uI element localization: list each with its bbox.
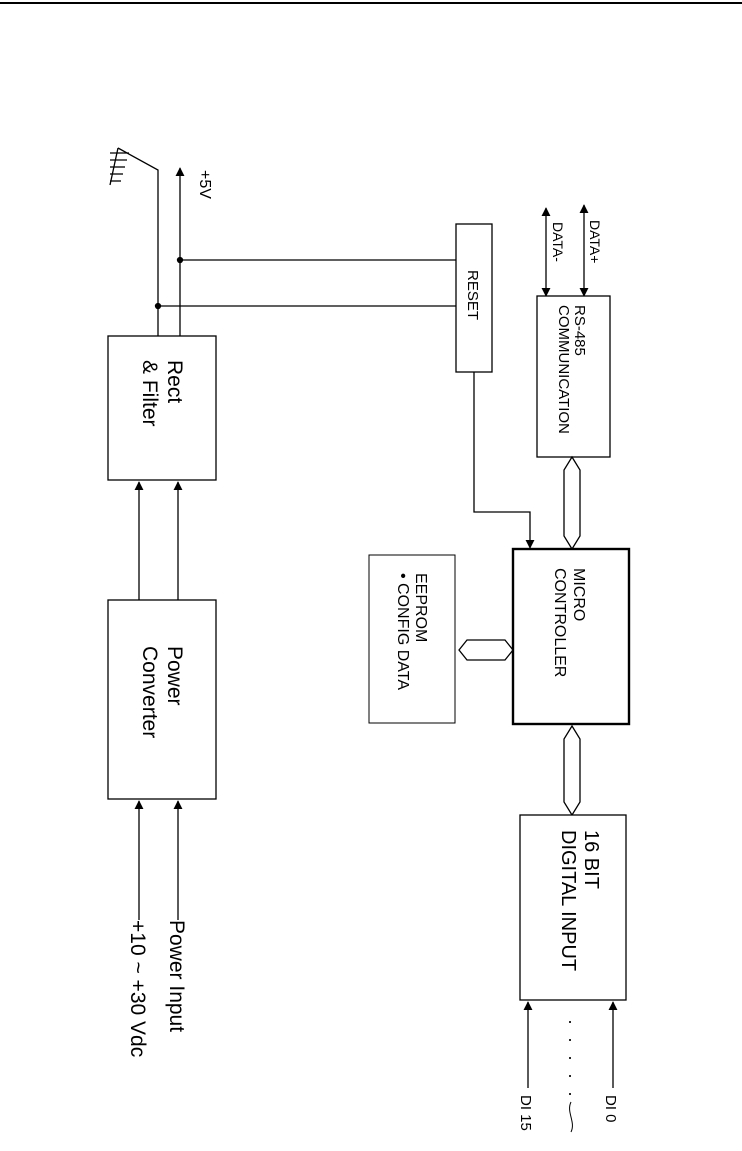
- di-range-squiggle: [569, 1101, 573, 1133]
- digital-input-line1: 16 BIT: [580, 830, 602, 889]
- reset-block: RESET: [455, 223, 493, 373]
- supply-line: +5V: [175, 167, 213, 336]
- di-dots: . . . . .: [555, 1015, 575, 1096]
- reset-lines: [154, 256, 535, 549]
- bus-rs485-mcu: [563, 455, 581, 551]
- micro-controller-line1: MICRO: [570, 568, 587, 621]
- rect-filter-block: Rect & Filter: [107, 335, 217, 481]
- power-input-label: Power Input: [165, 920, 188, 1032]
- rect-filter-label: Rect & Filter: [138, 360, 186, 427]
- rs485-label: RS-485 COMMUNICATION: [555, 305, 588, 434]
- rect-filter-line1: Rect: [163, 360, 186, 403]
- eeprom-label: EEPROM • CONFIG DATA: [394, 573, 429, 690]
- power-converter-line1: Power: [163, 646, 186, 706]
- bus-mcu-digital-input: [563, 724, 581, 817]
- rs485-line2: COMMUNICATION: [555, 305, 572, 434]
- digital-input-block: 16 BIT DIGITAL INPUT: [519, 814, 627, 1001]
- power-converter-label: Power Converter: [138, 646, 186, 738]
- di-first-label: DI 0: [602, 1095, 619, 1123]
- eeprom-line1: EEPROM: [412, 573, 429, 642]
- micro-controller-line2: CONTROLLER: [551, 568, 568, 677]
- data-minus-label: DATA-: [550, 222, 566, 262]
- eeprom-line2: • CONFIG DATA: [394, 573, 411, 690]
- power-converter-block: Power Converter: [107, 599, 217, 800]
- ground-icon: [109, 147, 159, 336]
- rect-filter-line2: & Filter: [138, 360, 161, 427]
- di-input-arrows: [523, 1001, 618, 1088]
- voltage-range-label: +10 ~ +30 Vdc: [126, 920, 149, 1057]
- rs485-data-lines: [541, 204, 589, 297]
- micro-controller-block: MICRO CONTROLLER: [511, 547, 631, 726]
- eeprom-block: EEPROM • CONFIG DATA: [368, 554, 456, 724]
- digital-input-label: 16 BIT DIGITAL INPUT: [557, 830, 602, 971]
- reset-label: RESET: [464, 270, 481, 320]
- digital-input-line2: DIGITAL INPUT: [557, 830, 579, 971]
- power-converter-line2: Converter: [138, 646, 161, 738]
- rs485-line1: RS-485: [571, 305, 588, 356]
- converter-output-arrows: [134, 481, 183, 600]
- bus-eeprom-mcu: [458, 639, 514, 661]
- micro-controller-label: MICRO CONTROLLER: [551, 568, 587, 677]
- rs485-block: RS-485 COMMUNICATION: [536, 295, 611, 458]
- data-plus-label: DATA+: [587, 220, 603, 263]
- di-last-label: DI 15: [517, 1095, 534, 1131]
- power-input-arrows: [134, 800, 183, 920]
- supply-label: +5V: [196, 170, 213, 199]
